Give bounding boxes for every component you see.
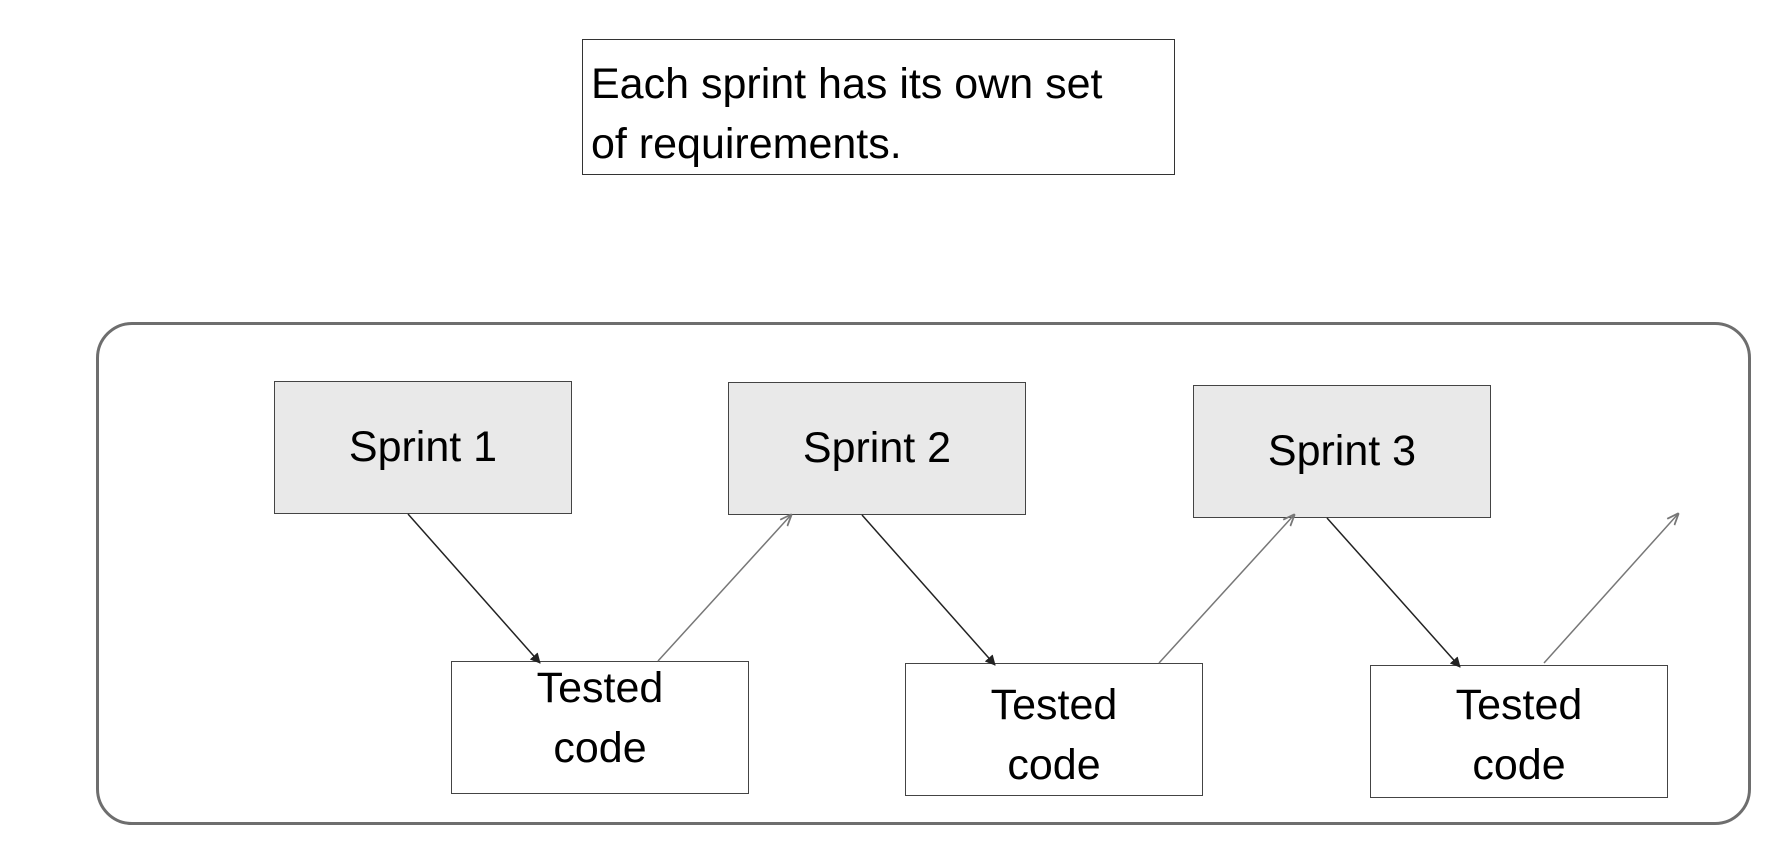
tested-code-box-3: Tested code bbox=[1370, 665, 1668, 798]
arrow-sprint3-to-code3 bbox=[1326, 517, 1461, 668]
tested-code-box-2: Tested code bbox=[905, 663, 1203, 796]
arrow-code2-to-sprint3 bbox=[1158, 515, 1294, 664]
sprint-2-label: Sprint 2 bbox=[802, 424, 952, 472]
sprint-2-box: Sprint 2 bbox=[728, 382, 1026, 515]
caption-box: Each sprint has its own set of requireme… bbox=[582, 39, 1175, 175]
tested-code-2-line-1: Tested bbox=[990, 680, 1118, 729]
arrow-code3-to-next bbox=[1543, 514, 1678, 664]
sprint-1-box: Sprint 1 bbox=[274, 381, 572, 514]
sprint-3-box: Sprint 3 bbox=[1193, 385, 1491, 518]
sprint-3-label: Sprint 3 bbox=[1267, 427, 1417, 475]
tested-code-3-line-2: code bbox=[1472, 740, 1566, 789]
caption-line-2: of requirements. bbox=[591, 120, 902, 168]
sprint-1-label: Sprint 1 bbox=[348, 423, 498, 471]
arrow-code1-to-sprint2 bbox=[657, 515, 791, 662]
tested-code-1-line-1: Tested bbox=[536, 663, 664, 712]
tested-code-3-line-1: Tested bbox=[1455, 680, 1583, 729]
tested-code-box-1: Tested code bbox=[451, 661, 749, 794]
tested-code-1-line-2: code bbox=[553, 723, 647, 772]
tested-code-2-line-2: code bbox=[1007, 740, 1101, 789]
arrow-sprint2-to-code2 bbox=[861, 514, 996, 666]
sprint-cycle-frame bbox=[96, 322, 1751, 825]
caption-line-1: Each sprint has its own set bbox=[591, 60, 1103, 108]
arrow-sprint1-to-code1 bbox=[407, 513, 541, 664]
